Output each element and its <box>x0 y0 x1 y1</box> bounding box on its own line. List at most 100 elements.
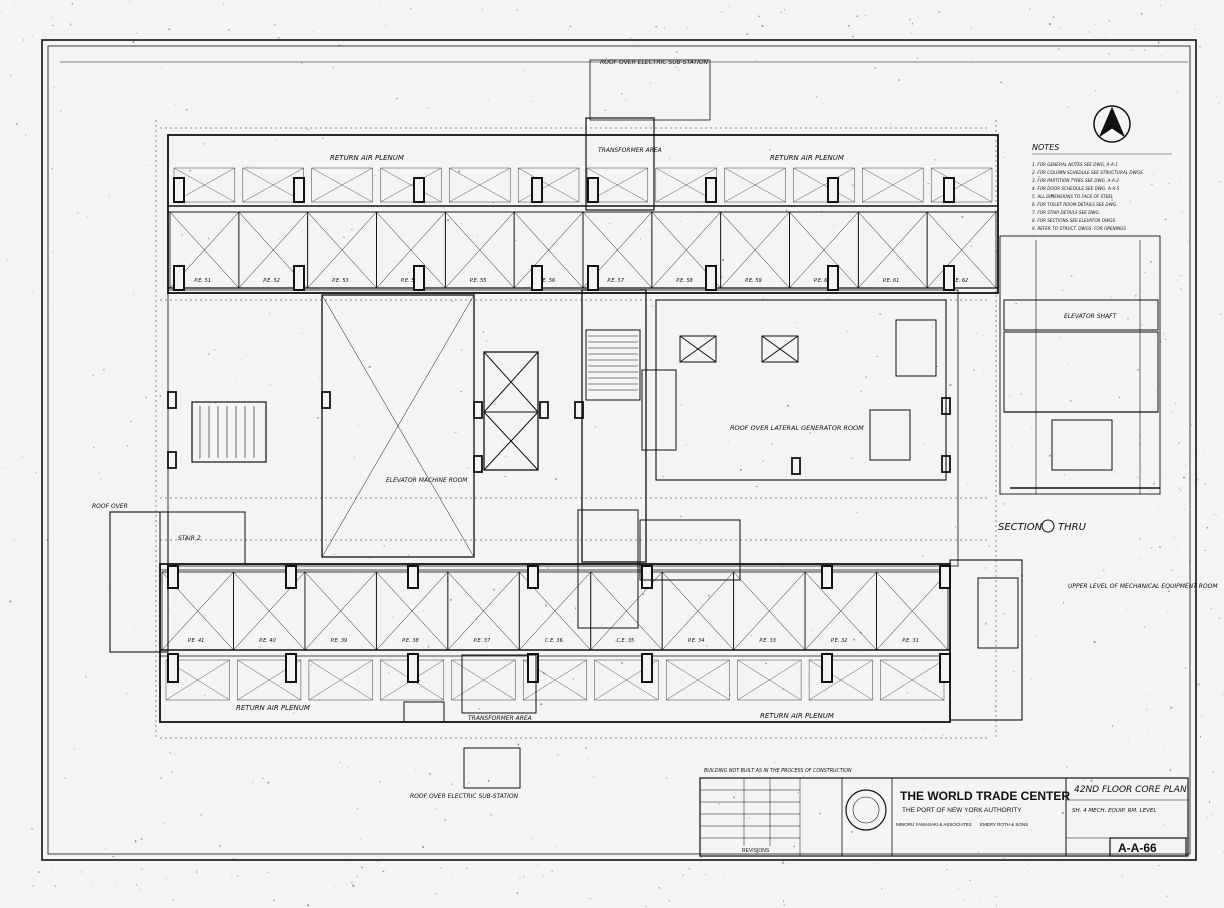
column-marker <box>167 565 179 589</box>
column-marker <box>473 401 483 419</box>
note-line: 6. FOR TOILET ROOM DETAILS SEE DWG. <box>1032 202 1117 207</box>
bay-label: P.E. 60 <box>814 278 831 284</box>
bay-cell: P.E. 33 <box>733 571 806 701</box>
column-marker <box>293 265 305 291</box>
sheet-border <box>41 39 1197 861</box>
note-line: 5. ALL DIMENSIONS TO FACE OF STEEL <box>1032 194 1114 199</box>
bay-cell: P.E. 56 <box>513 167 584 289</box>
bottom-columns <box>167 391 951 683</box>
column-marker <box>943 177 955 203</box>
column-marker <box>531 177 543 203</box>
bay-label: P.E. 53 <box>332 278 349 284</box>
note-line: 8. FOR SECTIONS SEE ELEVATOR DWGS. <box>1032 218 1116 223</box>
north-arrow-icon <box>1093 105 1131 143</box>
column-marker <box>473 455 483 473</box>
core-middle <box>109 59 1023 789</box>
room-label: ELEVATOR MACHINE ROOM <box>386 477 468 484</box>
upper-level-label: UPPER LEVEL OF MECHANICAL EQUIPMENT ROOM <box>1068 583 1218 590</box>
bay-label: C.E. 35 <box>616 638 634 644</box>
dimension-lines <box>155 120 997 740</box>
room-label: ROOF OVER ELECTRIC SUB-STATION <box>410 793 519 800</box>
column-marker <box>791 457 801 475</box>
column-marker <box>539 401 549 419</box>
bay-label: P.E. 38 <box>402 638 419 644</box>
bay-label: C.E. 36 <box>545 638 563 644</box>
column-marker <box>413 265 425 291</box>
note-line: 4. FOR DOOR SCHEDULE SEE DWG. A-A-5 <box>1032 186 1120 191</box>
column-marker <box>407 653 419 683</box>
room-label: ROOF OVER <box>92 503 128 510</box>
bay-label: P.E. 31 <box>902 638 919 644</box>
bay-label: P.E. 58 <box>676 278 693 284</box>
bay-label: P.E. 57 <box>607 278 624 284</box>
sheet-subtitle: SH. 4 MECH. EQUIP. RM. LEVEL <box>1072 808 1156 814</box>
section-marker-icon <box>1041 519 1055 533</box>
bay-label: P.E. 40 <box>259 638 276 644</box>
column-marker <box>321 391 331 409</box>
bay-cell: P.E. 32 <box>804 571 877 701</box>
column-marker <box>527 565 539 589</box>
room-label: RETURN AIR PLENUM <box>330 154 404 162</box>
bay-cell: P.E. 62 <box>926 167 997 289</box>
column-marker <box>293 177 305 203</box>
bay-label: P.E. 51 <box>194 278 211 284</box>
bay-cell: P.E. 59 <box>720 167 790 289</box>
section-drawing <box>999 235 1161 495</box>
bay-cell: P.E. 55 <box>444 167 515 289</box>
column-marker <box>641 653 653 683</box>
bay-cell: P.E. 31 <box>876 571 949 701</box>
section-label: SECTION <box>998 522 1043 533</box>
bay-label: P.E. 32 <box>831 638 848 644</box>
bay-cell: P.E. 34 <box>661 571 735 701</box>
column-marker <box>173 265 185 291</box>
registered-architect-seal <box>845 789 887 831</box>
column-marker <box>943 265 955 291</box>
note-line: 2. FOR COLUMN SCHEDULE SEE STRUCTURAL DW… <box>1032 170 1144 175</box>
room-label: TRANSFORMER AREA <box>598 147 662 154</box>
room-label: RETURN AIR PLENUM <box>236 704 310 712</box>
bay-label: P.E. 59 <box>745 278 762 284</box>
column-marker <box>827 265 839 291</box>
column-marker <box>531 265 543 291</box>
bay-label: P.E. 52 <box>263 278 280 284</box>
column-marker <box>939 565 951 589</box>
sheet-title: 42ND FLOOR CORE PLAN <box>1074 785 1187 795</box>
revisions-label: REVISIONS <box>742 848 770 854</box>
room-label: TRANSFORMER AREA <box>468 715 532 722</box>
column-marker <box>173 177 185 203</box>
note-line: 3. FOR PARTITION TYPES SEE DWG. A-A-2 <box>1032 178 1119 183</box>
bay-label: P.E. 41 <box>188 638 205 644</box>
column-marker <box>821 653 833 683</box>
bay-label: P.E. 37 <box>474 638 491 644</box>
sheet-number: A-A-66 <box>1118 841 1157 855</box>
bay-cell: P.E. 39 <box>304 571 377 701</box>
column-marker <box>167 653 179 683</box>
notes-heading: NOTES <box>1032 143 1059 152</box>
bay-cell: P.E. 54 <box>376 167 446 289</box>
room-label: RETURN AIR PLENUM <box>770 154 844 162</box>
room-label: STAIR 2 <box>178 535 201 542</box>
elevator-shaft-label: ELEVATOR SHAFT <box>1064 313 1118 320</box>
column-marker <box>413 177 425 203</box>
status-note: BUILDING NOT BUILT AS IN THE PROCESS OF … <box>704 768 852 774</box>
notes-list: 1. FOR GENERAL NOTES SEE DWG. A-A-1 2. FO… <box>1032 162 1144 231</box>
project-title: THE WORLD TRADE CENTER <box>900 789 1070 803</box>
top-bays: P.E. 51 P.E. 52 P.E. 53 P.E. 54 P.E. 55 P.E. … <box>169 167 997 458</box>
room-label: ROOF OVER ELECTRIC SUB-STATION <box>600 59 709 66</box>
bay-label: P.E. 62 <box>952 278 969 284</box>
bay-cell: P.E. 53 <box>307 167 377 289</box>
bay-cell: P.E. 61 <box>857 167 928 289</box>
note-line: 1. FOR GENERAL NOTES SEE DWG. A-A-1 <box>1032 162 1118 167</box>
column-marker <box>587 265 599 291</box>
architect-2: EMERY ROTH & SONS <box>980 822 1028 827</box>
column-marker <box>827 177 839 203</box>
bay-label: P.E. 55 <box>470 278 487 284</box>
bay-label: P.E. 54 <box>401 278 418 284</box>
column-marker <box>574 401 584 419</box>
column-marker <box>285 565 297 589</box>
owner-label: THE PORT OF NEW YORK AUTHORITY <box>902 807 1022 814</box>
column-marker <box>939 653 951 683</box>
